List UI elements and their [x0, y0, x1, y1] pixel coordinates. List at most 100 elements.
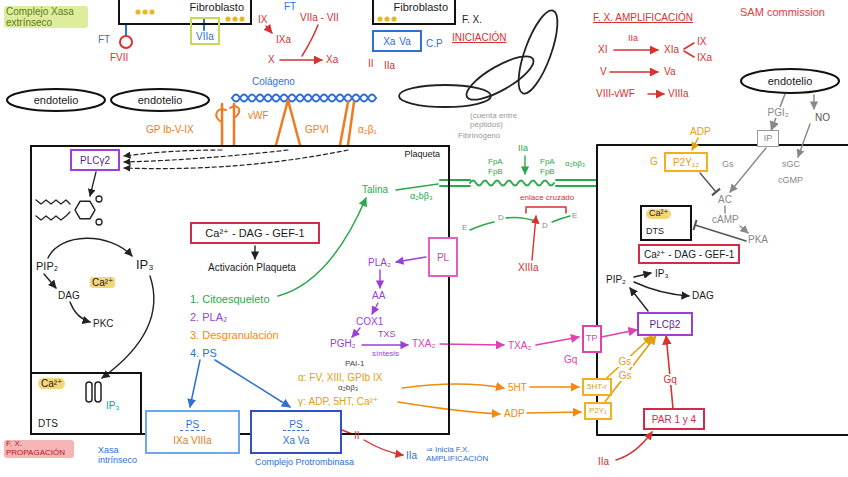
signal-arrow	[730, 148, 766, 192]
annotation: VIIa - VII	[300, 12, 339, 23]
secretion-arrow	[402, 384, 504, 388]
node-text: PS	[180, 419, 205, 431]
annotation: IX	[258, 14, 267, 25]
annotation: PLA₂	[368, 257, 391, 268]
signal-arrow	[634, 273, 651, 277]
annotation: IP₃	[106, 400, 120, 411]
annotation: IIa	[628, 34, 638, 44]
node-text: PAR 1 y 4	[652, 414, 696, 425]
annotation: cAMP	[712, 214, 739, 225]
annotation: PKA	[748, 234, 768, 245]
annotation: PGH₂	[330, 338, 356, 349]
annotation: F. X.	[462, 14, 482, 25]
signal-arrow	[124, 150, 288, 162]
pathway-arrow	[372, 303, 378, 314]
pathway-arrow	[379, 270, 380, 288]
organelle-box: Ca²⁺DTS	[30, 372, 142, 435]
annotation: INICIACIÓN	[452, 32, 506, 43]
node-text: PLCγ2	[80, 155, 110, 166]
oval-shape	[7, 89, 105, 111]
cascade-arrow	[610, 71, 658, 73]
signal-arrow	[798, 124, 810, 157]
annotation: α₂bβ₃	[338, 384, 358, 393]
node-text: DTS	[38, 418, 58, 429]
complex-box: XaVa	[372, 30, 422, 52]
annotation: AC	[718, 194, 732, 205]
cell-outline	[461, 49, 539, 108]
edge-label: Gs	[617, 370, 634, 381]
node-text: Ca²⁺	[646, 209, 671, 219]
cell-outline	[399, 85, 491, 107]
vwf-loop	[216, 106, 239, 122]
collagen-helix	[232, 95, 376, 102]
receptor	[276, 100, 300, 145]
annotation: FpB	[488, 168, 503, 177]
annotation: Complejo Protrombinasa	[255, 458, 354, 468]
granule-dot	[149, 9, 154, 14]
complex-box: PSXa Va	[250, 410, 342, 454]
receptor-box: 5HT-r	[582, 378, 612, 396]
annotation: G	[650, 156, 658, 167]
annotation: 2. PLA₂	[190, 311, 227, 323]
cascade-arrow	[280, 59, 322, 61]
annotation: vWF	[248, 110, 269, 121]
tissue-factor-line	[125, 25, 127, 35]
granule-dot	[225, 16, 230, 21]
enzyme-box: PLCγ2	[70, 149, 120, 171]
ps-arrow	[190, 360, 200, 407]
phospholipid-box: PL	[428, 237, 458, 277]
node-text: Xa Va	[283, 435, 310, 446]
oval-shape	[741, 69, 839, 93]
node-text: TP	[586, 334, 598, 344]
receptor-box: TP	[582, 325, 602, 353]
receptor	[340, 102, 354, 145]
annotation: síntesis	[372, 350, 399, 359]
annotation: VIII-vWF	[596, 88, 635, 99]
talin-link	[396, 184, 438, 190]
annotation: ADP	[504, 408, 525, 419]
watermark: SAM commission	[740, 6, 825, 18]
annotation: Ca²⁺	[90, 277, 115, 288]
secretion-arrow	[530, 386, 579, 388]
node-text: Xa	[383, 36, 395, 47]
annotation: V	[600, 66, 607, 77]
annotation: IP₃	[655, 268, 669, 279]
annotation: α₂bβ₃	[410, 192, 433, 202]
integrin	[556, 180, 597, 186]
lipid-tail	[36, 212, 70, 220]
cytoskeleton-arrow	[278, 198, 366, 296]
node-text: Ca²⁺ - DAG - GEF-1	[205, 227, 304, 239]
cascade-arrow	[614, 49, 658, 51]
cascade-arrow	[266, 26, 272, 33]
connector	[602, 330, 637, 337]
signal-box: Ca²⁺ - DAG - GEF-1	[190, 222, 320, 244]
annotation: Gs	[722, 160, 734, 170]
inositol-ring	[75, 201, 95, 218]
signal-arrow	[48, 238, 132, 258]
node-text: DTS	[646, 227, 664, 237]
annotation: sGC	[782, 160, 800, 170]
signal-line	[724, 206, 725, 213]
inhibition-line	[700, 173, 716, 192]
node-text: endotelio	[768, 75, 813, 87]
signal-arrow	[630, 288, 648, 311]
inhibition-line	[695, 225, 746, 241]
annotation: TXA₂	[508, 340, 531, 351]
node-text: Fibroblasto	[190, 1, 244, 13]
cascade-fork	[684, 43, 694, 57]
annotation: PKC	[93, 318, 114, 329]
annotation: α₂bβ₃	[565, 160, 585, 169]
receptor-box: PAR 1 y 4	[643, 408, 705, 430]
signal-arrow	[124, 150, 222, 156]
fibrin-strand	[470, 216, 570, 230]
annotation: cGMP	[778, 176, 803, 186]
node-text: endotelio	[34, 94, 79, 106]
annotation: E	[572, 212, 577, 221]
annotation: NO	[815, 112, 830, 123]
annotation: GP Ib-V-IX	[146, 124, 194, 135]
annotation: Fibrinógeno	[458, 132, 500, 141]
thrombin-arrow	[616, 432, 652, 460]
signal-arrow	[254, 246, 255, 259]
signal-arrow	[740, 226, 748, 233]
